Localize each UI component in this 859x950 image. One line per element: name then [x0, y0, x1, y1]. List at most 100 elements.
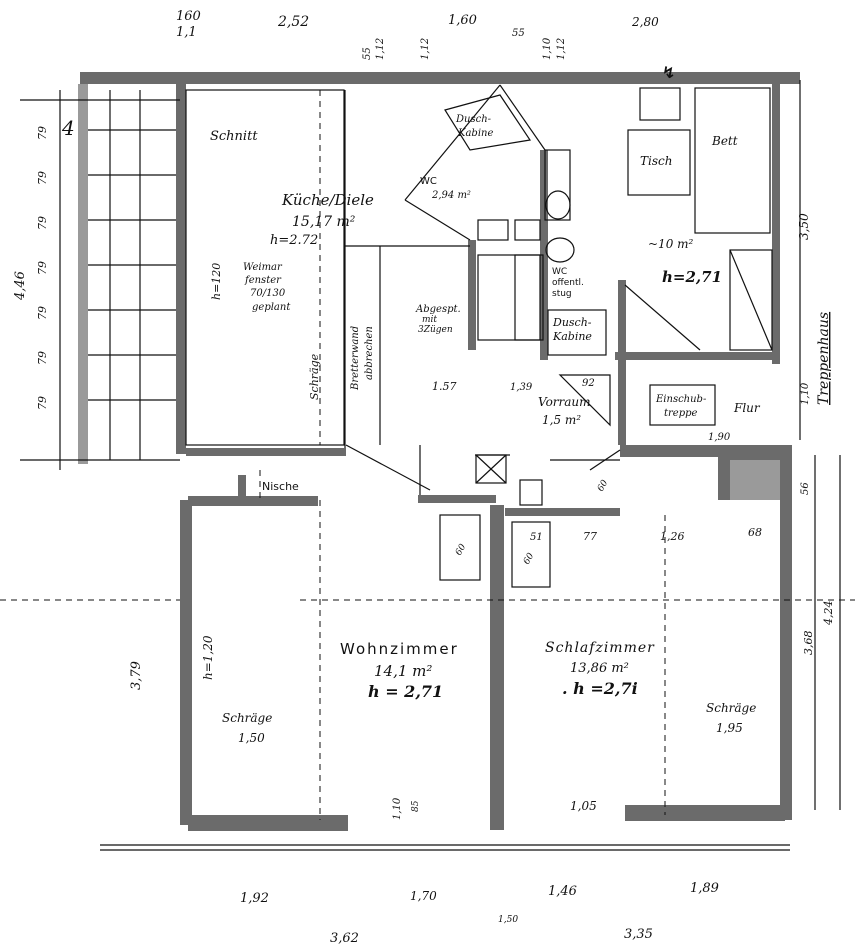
dim-left-5: 79 — [36, 306, 49, 320]
h120-lower-label: h=1,20 — [201, 635, 215, 680]
dim-left-1: 79 — [36, 126, 49, 140]
abgespt-line-1: Abgespt. — [415, 304, 461, 315]
h120-upper-label: h=120 — [210, 263, 223, 300]
wc-upper-name: WC — [420, 176, 437, 187]
dim-left-4: 79 — [36, 261, 49, 275]
abgespt-line-3: 3Zügen — [418, 325, 453, 335]
brettwand-line-1: Bretterwand — [350, 326, 361, 391]
dim-left-6: 79 — [36, 351, 49, 365]
vorraum-name: Vorraum — [538, 395, 591, 409]
left-dimensions: 4,46 79 79 79 79 79 79 79 3,79 — [13, 126, 144, 690]
room-wohnzimmer: Wohnzimmer 14,1 m² h = 2,71 — [340, 640, 459, 701]
weimar-line-1: Weimar — [243, 262, 283, 273]
dim-left-7: 79 — [36, 396, 49, 410]
dim-139: 1,39 — [510, 382, 533, 393]
einschub-line-2: treppe — [664, 408, 698, 419]
dim-top-13: 2,80 — [631, 15, 659, 29]
kitchen-area: 15,17 m² — [292, 214, 356, 230]
shower-upper-line-2: Kabine — [457, 128, 493, 139]
kitchen-height: h=2.72 — [270, 233, 318, 248]
einschub-line-1: Einschub- — [655, 394, 707, 405]
weimar-fenster-note: Weimar fenster 70/130 geplant — [243, 262, 291, 313]
einschub-treppe-note: Einschub- treppe — [655, 394, 707, 419]
dim-right-350: 3,50 — [797, 213, 811, 240]
dim-bottom-362: 3,62 — [330, 931, 359, 946]
abgespt-line-2: mit — [422, 315, 437, 325]
dim-left-3: 79 — [36, 216, 49, 230]
bedroom-upper-height: h=2,71 — [662, 268, 722, 286]
dim-60-b: 60 — [522, 551, 537, 566]
dim-right-368: 3,68 — [802, 631, 815, 656]
wc-middle-line-3: stug — [552, 289, 572, 299]
room-vorraum: Vorraum 1,5 m² — [538, 395, 591, 427]
dim-110-bottom: 1,10 — [392, 797, 403, 820]
dim-bottom-192: 1,92 — [240, 891, 269, 906]
shower-middle-line-2: Kabine — [552, 330, 592, 343]
dim-190: 1,90 — [708, 432, 731, 443]
wc-upper-area: 2,94 m² — [431, 190, 471, 201]
vorraum-area: 1,5 m² — [542, 413, 581, 427]
weimar-line-4: geplant — [252, 302, 291, 313]
wc-middle-line-2: offentl. — [552, 278, 584, 288]
brettwand-line-2: abbrechen — [364, 326, 375, 380]
dim-right-424: 4,24 — [822, 601, 835, 627]
dim-right-56: 56 — [800, 482, 811, 495]
wohnzimmer-height: h = 2,71 — [368, 682, 443, 701]
schraege-left-value: 1,50 — [238, 731, 265, 745]
dim-bottom-189: 1,89 — [690, 881, 719, 896]
room-shower-middle: Dusch- Kabine — [552, 316, 592, 343]
dim-top-5: 55 — [362, 47, 373, 60]
schraege-right-label: Schräge — [706, 701, 756, 715]
wohnzimmer-area: 14,1 m² — [374, 662, 432, 680]
wohnzimmer-name: Wohnzimmer — [340, 640, 459, 658]
dim-105: 1,05 — [570, 799, 597, 813]
schlafzimmer-height: . h =2,7i — [562, 679, 638, 698]
room-wc-middle: WC offentl. stug — [552, 267, 584, 299]
dim-top-6: 1,12 — [375, 38, 386, 60]
weimar-line-2: fenster — [244, 275, 282, 286]
dim-top-9: 1,12 — [556, 38, 567, 60]
walls — [78, 72, 800, 831]
dim-left-379: 3,79 — [129, 661, 144, 690]
schraege-left-label: Schräge — [222, 711, 272, 725]
dim-top-2: 1,1 — [176, 25, 197, 40]
dim-bottom-170: 1,70 — [410, 889, 437, 903]
bedroom-upper-area: ~10 m² — [648, 237, 694, 251]
dim-85: 85 — [411, 800, 421, 812]
dim-60-c: 60 — [596, 478, 611, 493]
treppenhaus-label: Treppenhaus — [816, 312, 832, 405]
schlafzimmer-name: Schlafzimmer — [545, 640, 655, 656]
room-wc-upper: WC 2,94 m² — [420, 176, 471, 201]
north-marker-icon: ↯ — [662, 63, 675, 82]
dim-top-8: 1,10 — [542, 37, 553, 60]
right-dimensions: 3,50 1,10 3,68 4,24 56 — [797, 213, 835, 655]
weimar-line-3: 70/130 — [250, 288, 286, 299]
marker-four: 4 — [61, 116, 75, 140]
room-shower-upper: Dusch- Kabine — [455, 114, 493, 139]
dim-77: 77 — [583, 530, 597, 543]
schnitt-label: Schnitt — [210, 129, 258, 144]
dim-92: 92 — [582, 378, 595, 389]
dim-bottom-335: 3,35 — [624, 927, 653, 942]
tisch-label: Tisch — [640, 154, 672, 168]
dim-157: 1.57 — [432, 380, 457, 393]
kitchen-name: Küche/Diele — [281, 191, 374, 209]
dim-60-a: 60 — [454, 542, 469, 557]
bottom-dimensions: 1,92 1,70 1,46 1,89 3,62 1,50 3,35 — [240, 881, 719, 946]
dim-51: 51 — [530, 532, 543, 543]
bett-label: Bett — [711, 134, 738, 148]
schraege-upper-label: Schräge — [308, 353, 321, 400]
shower-middle-line-1: Dusch- — [552, 316, 592, 329]
dim-68: 68 — [748, 526, 762, 539]
dim-left-2: 79 — [36, 171, 49, 185]
dim-top-3: 2,52 — [277, 14, 309, 30]
room-schlafzimmer: Schlafzimmer 13,86 m² . h =2,7i — [545, 640, 655, 698]
shower-upper-line-1: Dusch- — [455, 114, 492, 125]
nische-label: Nische — [262, 480, 299, 493]
room-kitchen: Küche/Diele 15,17 m² h=2.72 — [270, 191, 374, 248]
dim-top-1: 160 — [176, 9, 201, 24]
abgespt-note: Abgespt. mit 3Zügen — [415, 304, 461, 335]
dim-left-total: 4,46 — [13, 271, 28, 301]
dim-126: 1,26 — [660, 530, 685, 543]
